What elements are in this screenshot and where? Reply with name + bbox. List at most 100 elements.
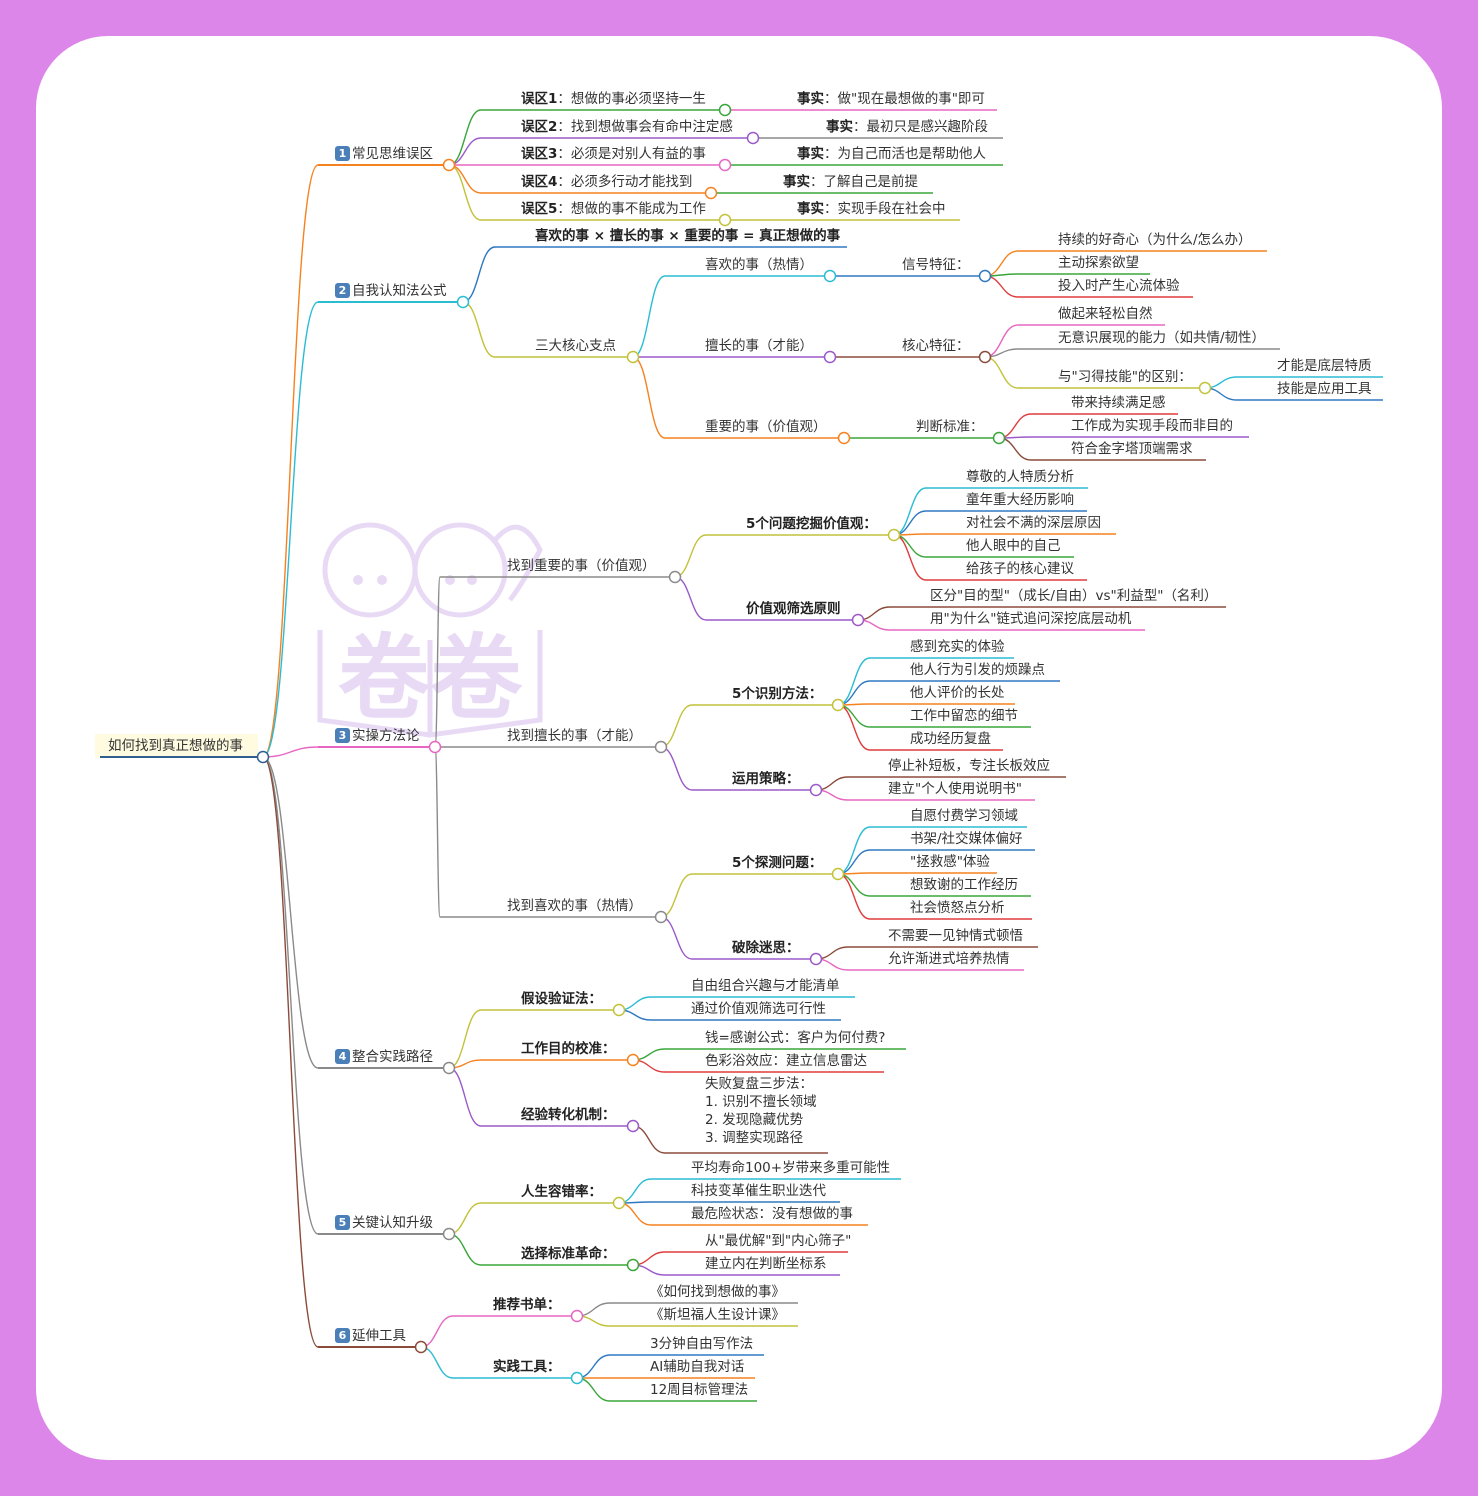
collapse-toggle[interactable] [428, 740, 442, 754]
collapse-toggle[interactable] [704, 186, 718, 200]
point-node[interactable]: 符合金字塔顶端需求 [1071, 440, 1193, 458]
misconception-node[interactable]: 误区2：找到想做事会有命中注定感 [521, 118, 733, 136]
collapse-toggle[interactable] [1198, 381, 1212, 395]
collapse-toggle[interactable] [612, 1003, 626, 1017]
fact-node[interactable]: 事实：实现手段在社会中 [797, 200, 946, 218]
point-node[interactable]: 钱=感谢公式：客户为何付费? [705, 1029, 885, 1047]
point-node[interactable]: 用"为什么"链式追问深挖底层动机 [930, 610, 1131, 628]
fact-node[interactable]: 事实：最初只是感兴趣阶段 [826, 118, 988, 136]
point-node[interactable]: AI辅助自我对话 [650, 1358, 744, 1376]
point-node[interactable]: 工作中留恋的细节 [910, 707, 1018, 725]
point-node[interactable]: 做起来轻松自然 [1058, 305, 1153, 323]
collapse-toggle[interactable] [442, 1227, 456, 1241]
misconception-node[interactable]: 误区1：想做的事必须坚持一生 [521, 90, 706, 108]
point-node[interactable]: 从"最优解"到"内心筛子" [705, 1232, 851, 1250]
group-node[interactable]: 假设验证法： [521, 990, 602, 1008]
collapse-toggle[interactable] [831, 698, 845, 712]
point-node[interactable]: 书架/社交媒体偏好 [910, 830, 1023, 848]
point-node[interactable]: 他人行为引发的烦躁点 [910, 661, 1045, 679]
pillar-node[interactable]: 喜欢的事（热情） [705, 256, 813, 274]
misconception-node[interactable]: 误区5：想做的事不能成为工作 [521, 200, 706, 218]
point-node[interactable]: 技能是应用工具 [1277, 380, 1372, 398]
collapse-toggle[interactable] [887, 528, 901, 542]
pillar-node[interactable]: 擅长的事（才能） [705, 337, 813, 355]
feature-node[interactable]: 判断标准： [916, 418, 984, 436]
collapse-toggle[interactable] [668, 570, 682, 584]
point-node[interactable]: 自愿付费学习领域 [910, 807, 1018, 825]
collapse-toggle[interactable] [456, 295, 470, 309]
point-node[interactable]: 停止补短板，专注长板效应 [888, 757, 1050, 775]
point-node[interactable]: 12周目标管理法 [650, 1381, 748, 1399]
point-node[interactable]: "拯救感"体验 [910, 853, 990, 871]
misconception-node[interactable]: 误区3：必须是对别人有益的事 [521, 145, 706, 163]
collapse-toggle[interactable] [831, 867, 845, 881]
group-node[interactable]: 运用策略： [732, 770, 800, 788]
point-node[interactable]: 最危险状态：没有想做的事 [691, 1205, 853, 1223]
point-node[interactable]: 工作成为实现手段而非目的 [1071, 417, 1233, 435]
point-node[interactable]: 《斯坦福人生设计课》 [650, 1306, 785, 1324]
pillar-node[interactable]: 重要的事（价值观） [705, 418, 827, 436]
group-node[interactable]: 经验转化机制： [521, 1106, 616, 1124]
point-node[interactable]: 建立内在判断坐标系 [705, 1255, 827, 1273]
diff-node[interactable]: 与"习得技能"的区别： [1058, 368, 1192, 386]
collapse-toggle[interactable] [718, 103, 732, 117]
collapse-toggle[interactable] [612, 1196, 626, 1210]
collapse-toggle[interactable] [570, 1371, 584, 1385]
point-node[interactable]: 无意识展现的能力（如共情/韧性） [1058, 329, 1265, 347]
collapse-toggle[interactable] [823, 350, 837, 364]
group-node[interactable]: 5个探测问题： [732, 854, 822, 872]
method-node[interactable]: 找到喜欢的事（热情） [507, 897, 642, 915]
point-node[interactable]: 才能是底层特质 [1277, 357, 1372, 375]
collapse-toggle[interactable] [851, 613, 865, 627]
group-node[interactable]: 价值观筛选原则 [746, 600, 841, 618]
collapse-toggle[interactable] [746, 131, 760, 145]
collapse-toggle[interactable] [837, 431, 851, 445]
point-node[interactable]: 持续的好奇心（为什么/怎么办） [1058, 231, 1252, 249]
point-node[interactable]: 色彩浴效应：建立信息雷达 [705, 1052, 867, 1070]
group-node[interactable]: 工作目的校准： [521, 1040, 616, 1058]
point-node[interactable]: 对社会不满的深层原因 [966, 514, 1101, 532]
collapse-toggle[interactable] [654, 740, 668, 754]
fact-node[interactable]: 事实：了解自己是前提 [783, 173, 918, 191]
point-node[interactable]: 通过价值观筛选可行性 [691, 1000, 826, 1018]
group-node[interactable]: 破除迷思： [732, 939, 800, 957]
fact-node[interactable]: 事实：为自己而活也是帮助他人 [797, 145, 986, 163]
collapse-toggle[interactable] [570, 1309, 584, 1323]
group-node[interactable]: 实践工具： [493, 1358, 561, 1376]
collapse-toggle[interactable] [718, 158, 732, 172]
point-node[interactable]: 3分钟自由写作法 [650, 1335, 753, 1353]
point-node[interactable]: 童年重大经历影响 [966, 491, 1074, 509]
point-node[interactable]: 科技变革催生职业迭代 [691, 1182, 826, 1200]
collapse-toggle[interactable] [718, 213, 732, 227]
point-node[interactable]: 他人眼中的自己 [966, 537, 1061, 555]
point-node[interactable]: 想致谢的工作经历 [910, 876, 1018, 894]
group-node[interactable]: 推荐书单： [493, 1296, 561, 1314]
fact-node[interactable]: 事实：做"现在最想做的事"即可 [797, 90, 985, 108]
group-node[interactable]: 人生容错率： [521, 1183, 602, 1201]
point-node[interactable]: 感到充实的体验 [910, 638, 1005, 656]
collapse-toggle[interactable] [809, 952, 823, 966]
collapse-toggle[interactable] [626, 1119, 640, 1133]
point-node[interactable]: 允许渐进式培养热情 [888, 950, 1010, 968]
group-node[interactable]: 5个问题挖掘价值观： [746, 515, 877, 533]
group-node[interactable]: 5个识别方法： [732, 685, 822, 703]
collapse-toggle[interactable] [626, 1053, 640, 1067]
point-node[interactable]: 不需要一见钟情式顿悟 [888, 927, 1023, 945]
point-node[interactable]: 带来持续满足感 [1071, 394, 1166, 412]
point-node[interactable]: 尊敬的人特质分析 [966, 468, 1074, 486]
point-node[interactable]: 区分"目的型"（成长/自由）vs"利益型"（名利） [930, 587, 1217, 605]
core-pillars-node[interactable]: 三大核心支点 [535, 337, 616, 355]
collapse-toggle[interactable] [256, 750, 270, 764]
point-node[interactable]: 平均寿命100+岁带来多重可能性 [691, 1159, 890, 1177]
point-node[interactable]: 给孩子的核心建议 [966, 560, 1074, 578]
feature-node[interactable]: 信号特征： [902, 256, 970, 274]
method-node[interactable]: 找到擅长的事（才能） [507, 727, 642, 745]
point-node[interactable]: 他人评价的长处 [910, 684, 1005, 702]
root-topic[interactable]: 如何找到真正想做的事 [108, 737, 243, 755]
point-node[interactable]: 成功经历复盘 [910, 730, 991, 748]
